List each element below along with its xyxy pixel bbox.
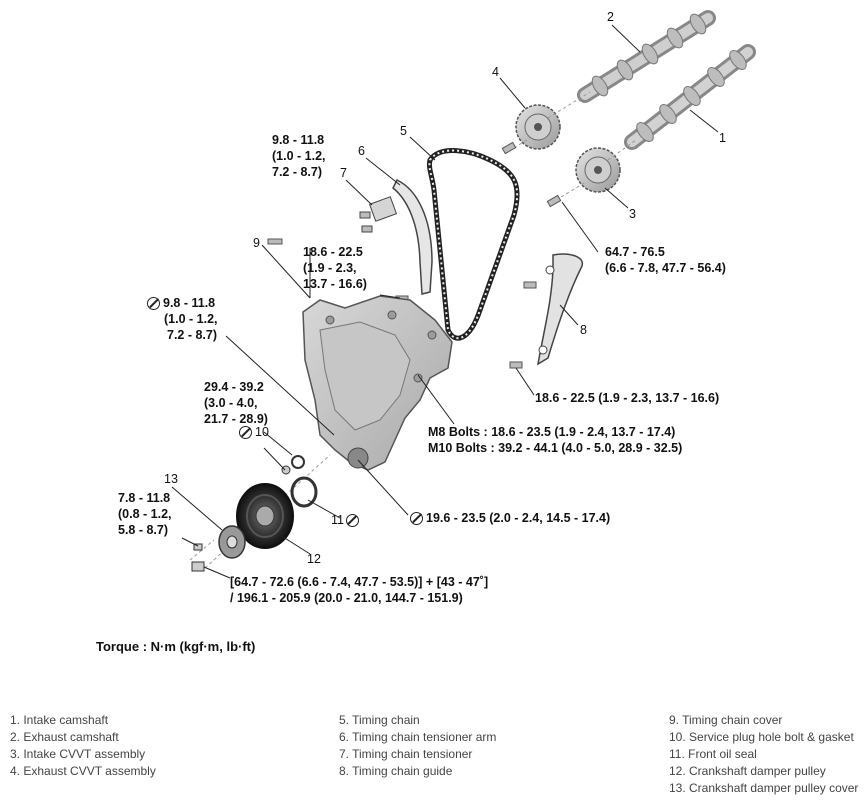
legend-item: 9. Timing chain cover (669, 713, 783, 727)
legend-item: 10. Service plug hole bolt & gasket (669, 730, 854, 744)
callout-6: 6 (358, 144, 365, 158)
callout-1: 1 (719, 131, 726, 145)
callout-7: 7 (340, 166, 347, 180)
callout-8: 8 (580, 323, 587, 337)
exhaust-cvvt-assembly (515, 104, 561, 150)
legend-col-1: 1. Intake camshaft 2. Exhaust camshaft 3… (10, 712, 156, 780)
callout-2: 2 (607, 10, 614, 24)
exhaust-camshaft (577, 10, 716, 103)
torque-damper-pulley-bolt: [64.7 - 72.6 (6.6 - 7.4, 47.7 - 53.5)] +… (230, 575, 489, 605)
callout-10: 10 (239, 425, 269, 439)
legend-item: 12. Crankshaft damper pulley (669, 764, 826, 778)
torque-intake-cvvt: 64.7 - 76.5(6.6 - 7.8, 47.7 - 56.4) (605, 245, 726, 275)
crankshaft-damper-pulley-cover (218, 525, 246, 559)
torque-guide: 18.6 - 22.5 (1.9 - 2.3, 13.7 - 16.6) (535, 391, 720, 405)
front-oil-seal (290, 476, 318, 508)
service-plug-hole-bolt-gasket (281, 455, 305, 475)
legend-item: 11. Front oil seal (669, 747, 757, 761)
non-reusable-icon (410, 512, 423, 525)
callout-4: 4 (492, 65, 499, 79)
timing-chain-guide (509, 253, 583, 369)
legend-col-3: 9. Timing chain cover 10. Service plug h… (669, 712, 858, 797)
exploded-view-diagram (171, 10, 756, 579)
crankshaft-damper-pulley (236, 483, 294, 549)
torque-service-plug: 29.4 - 39.2(3.0 - 4.0,21.7 - 28.9) (204, 380, 268, 426)
legend-item: 1. Intake camshaft (10, 713, 109, 727)
timing-chain-tensioner-arm (392, 179, 433, 295)
legend-item: 4. Exhaust CVVT assembly (10, 764, 156, 778)
torque-tensioner: 9.8 - 11.8(1.0 - 1.2,7.2 - 8.7) (272, 133, 326, 179)
legend-item: 2. Exhaust camshaft (10, 730, 119, 744)
non-reusable-icon (345, 514, 359, 527)
leader-lines (171, 24, 719, 579)
legend-item: 13. Crankshaft damper pulley cover (669, 781, 859, 795)
timing-chain-tensioner (359, 196, 398, 233)
non-reusable-icon (239, 426, 252, 439)
non-reusable-icon (147, 297, 160, 310)
legend-item: 3. Intake CVVT assembly (10, 747, 146, 761)
intake-camshaft (624, 44, 756, 150)
torque-cover-bolts: M8 Bolts : 18.6 - 23.5 (1.9 - 2.4, 13.7 … (428, 425, 683, 455)
timing-chain-cover (302, 295, 453, 471)
torque-oil-seal-area: 19.6 - 23.5 (2.0 - 2.4, 14.5 - 17.4) (410, 510, 610, 526)
callout-12: 12 (307, 552, 321, 566)
timing-chain (427, 148, 520, 341)
legend-item: 5. Timing chain (339, 713, 420, 727)
cvvt-bolt (501, 141, 562, 208)
legend-item: 7. Timing chain tensioner (339, 747, 473, 761)
legend-item: 8. Timing chain guide (339, 764, 453, 778)
callout-9: 9 (253, 236, 260, 250)
torque-pulley-cover: 7.8 - 11.8(0.8 - 1.2,5.8 - 8.7) (118, 491, 172, 537)
legend-col-2: 5. Timing chain 6. Timing chain tensione… (339, 712, 496, 780)
intake-cvvt-assembly (575, 147, 621, 193)
callout-5: 5 (400, 124, 407, 138)
torque-unit-note: Torque : N·m (kgf·m, lb·ft) (96, 639, 256, 654)
legend-item: 6. Timing chain tensioner arm (339, 730, 497, 744)
torque-cover-small-bolt: 9.8 - 11.8 (1.0 - 1.2, 7.2 - 8.7) (147, 295, 218, 343)
torque-tensioner-arm: 18.6 - 22.5(1.9 - 2.3,13.7 - 16.6) (303, 245, 367, 291)
callout-11: 11 (331, 513, 362, 527)
callout-13: 13 (164, 472, 178, 486)
callout-3: 3 (629, 207, 636, 221)
